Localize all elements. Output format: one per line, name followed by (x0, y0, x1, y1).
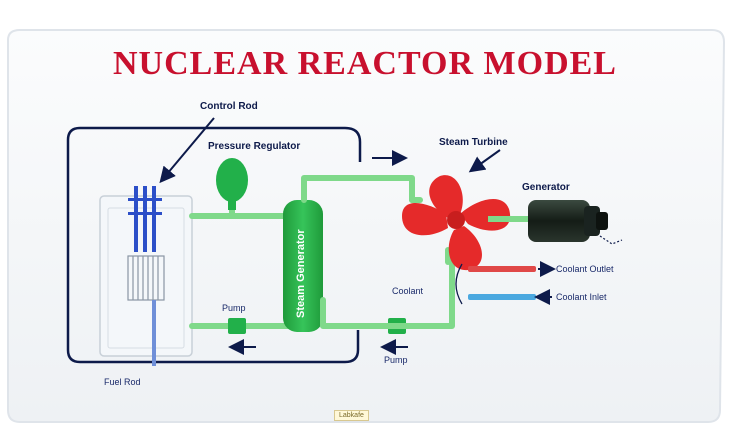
pump-left (228, 318, 246, 334)
label-fuel-rod: Fuel Rod (104, 377, 141, 387)
label-control-rod: Control Rod (200, 101, 258, 112)
label-coolant-outlet: Coolant Outlet (556, 264, 614, 274)
flow-arrows (159, 117, 556, 355)
label-coolant-inlet: Coolant Inlet (556, 292, 607, 302)
label-pump-right: Pump (384, 355, 408, 365)
control-rods (128, 186, 162, 252)
coolant-outlet-pipe (468, 266, 536, 272)
brand-logo: Labkafe (334, 410, 369, 421)
steam-turbine (402, 175, 532, 271)
label-steam-turbine: Steam Turbine (439, 137, 508, 148)
page-title: NUCLEAR REACTOR MODEL (113, 45, 617, 82)
secondary-pipes (301, 175, 455, 329)
pressure-regulator (216, 158, 248, 202)
label-pressure-regulator: Pressure Regulator (208, 141, 301, 152)
label-generator: Generator (522, 182, 570, 193)
fuel-grid (127, 255, 165, 301)
label-steam-generator: Steam Generator (295, 229, 307, 318)
reactor-loop-outline (66, 126, 362, 162)
label-coolant: Coolant (392, 286, 424, 296)
label-pump-left: Pump (222, 303, 246, 313)
coolant-inlet-pipe (468, 294, 536, 300)
reactor-loop-outline-lower (66, 140, 360, 364)
coolant-brace (455, 263, 463, 305)
pressure-regulator-stem (228, 198, 236, 210)
generator (528, 200, 623, 245)
fuel-rod (152, 300, 156, 366)
steam-generator (283, 200, 323, 332)
